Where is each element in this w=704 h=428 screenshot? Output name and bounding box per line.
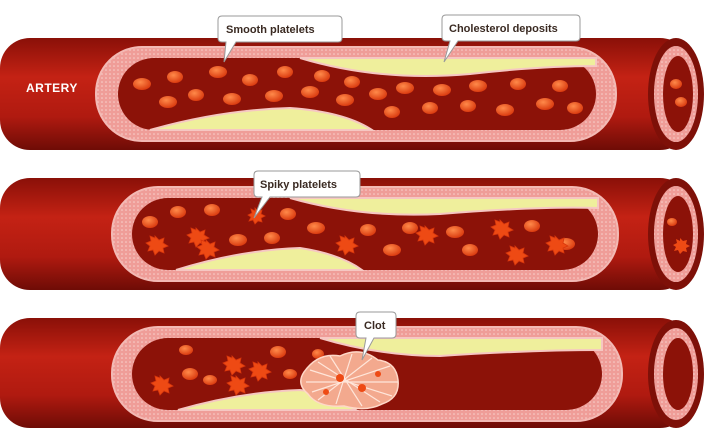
platelet bbox=[229, 234, 247, 246]
artery-opening bbox=[648, 38, 704, 150]
platelet bbox=[209, 66, 227, 78]
platelet bbox=[203, 375, 217, 385]
platelet bbox=[552, 80, 568, 92]
blood-clot bbox=[301, 352, 398, 409]
platelet bbox=[170, 206, 186, 218]
platelet bbox=[223, 93, 241, 105]
platelet bbox=[469, 80, 487, 92]
platelet bbox=[283, 369, 297, 379]
platelet bbox=[567, 102, 583, 114]
platelet bbox=[446, 226, 464, 238]
platelet bbox=[182, 368, 198, 380]
platelet bbox=[188, 89, 204, 101]
platelet bbox=[242, 74, 258, 86]
platelet bbox=[369, 88, 387, 100]
platelet bbox=[383, 244, 401, 256]
platelet bbox=[402, 222, 418, 234]
platelet bbox=[344, 76, 360, 88]
callout-label: Clot bbox=[364, 320, 386, 332]
platelet bbox=[396, 82, 414, 94]
platelet bbox=[265, 90, 283, 102]
platelet bbox=[159, 96, 177, 108]
platelet bbox=[536, 98, 554, 110]
callout-label: Cholesterol deposits bbox=[449, 23, 558, 35]
platelet bbox=[510, 78, 526, 90]
platelet bbox=[336, 94, 354, 106]
platelet bbox=[277, 66, 293, 78]
artery-row-1: ARTERY bbox=[0, 38, 704, 150]
platelet bbox=[301, 86, 319, 98]
artery-opening bbox=[648, 320, 704, 428]
platelet bbox=[384, 106, 400, 118]
platelet bbox=[496, 104, 514, 116]
platelet bbox=[433, 84, 451, 96]
platelet bbox=[264, 232, 280, 244]
platelet bbox=[270, 346, 286, 358]
platelet bbox=[462, 244, 478, 256]
platelet bbox=[204, 204, 220, 216]
artery-opening bbox=[648, 178, 704, 290]
platelet bbox=[460, 100, 476, 112]
platelet bbox=[524, 220, 540, 232]
artery-label: ARTERY bbox=[26, 81, 78, 95]
callout-label: Spiky platelets bbox=[260, 179, 337, 191]
platelet bbox=[133, 78, 151, 90]
platelet bbox=[314, 70, 330, 82]
platelet bbox=[179, 345, 193, 355]
platelet bbox=[167, 71, 183, 83]
platelet bbox=[360, 224, 376, 236]
artery-row-3 bbox=[0, 318, 704, 428]
platelet bbox=[142, 216, 158, 228]
platelet bbox=[307, 222, 325, 234]
platelet bbox=[280, 208, 296, 220]
platelet bbox=[422, 102, 438, 114]
callout-label: Smooth platelets bbox=[226, 24, 315, 36]
